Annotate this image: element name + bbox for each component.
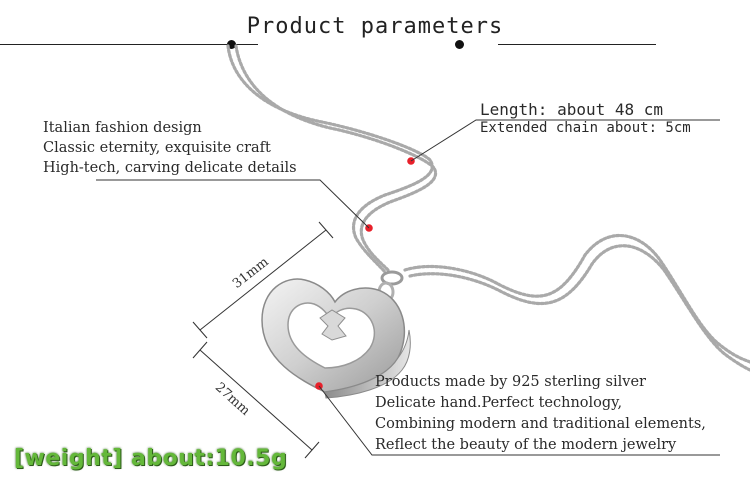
title-dot-left — [227, 40, 236, 49]
length-text: Length: about 48 cm Extended chain about… — [480, 101, 691, 137]
chain — [226, 44, 750, 372]
material-line: Products made by 925 sterling silver — [375, 374, 646, 390]
extended-chain-line: Extended chain about: 5cm — [480, 120, 691, 136]
dimension-lines — [192, 221, 334, 459]
material-line: Combining modern and traditional element… — [375, 416, 706, 432]
feature-line: Classic eternity, exquisite craft — [43, 140, 271, 156]
weight-label: [weight] about:10.5g — [14, 446, 288, 471]
feature-line: Italian fashion design — [43, 120, 202, 136]
material-line: Reflect the beauty of the modern jewelry — [375, 437, 677, 453]
material-line: Delicate hand.Perfect technology, — [375, 395, 623, 411]
leader-features — [96, 179, 370, 229]
feature-line: High-tech, carving delicate details — [43, 160, 297, 176]
leader-length — [410, 119, 720, 162]
title-rule-right — [498, 44, 656, 45]
title-dot-right — [455, 40, 464, 49]
material-text: Products made by 925 sterling silver Del… — [375, 372, 706, 456]
page-title: Product parameters — [246, 14, 504, 39]
length-line: Length: about 48 cm — [480, 100, 664, 119]
features-text: Italian fashion design Classic eternity,… — [43, 118, 297, 178]
heart-pendant — [261, 278, 411, 399]
title-rule-left — [0, 44, 258, 45]
leader-material — [318, 385, 720, 456]
